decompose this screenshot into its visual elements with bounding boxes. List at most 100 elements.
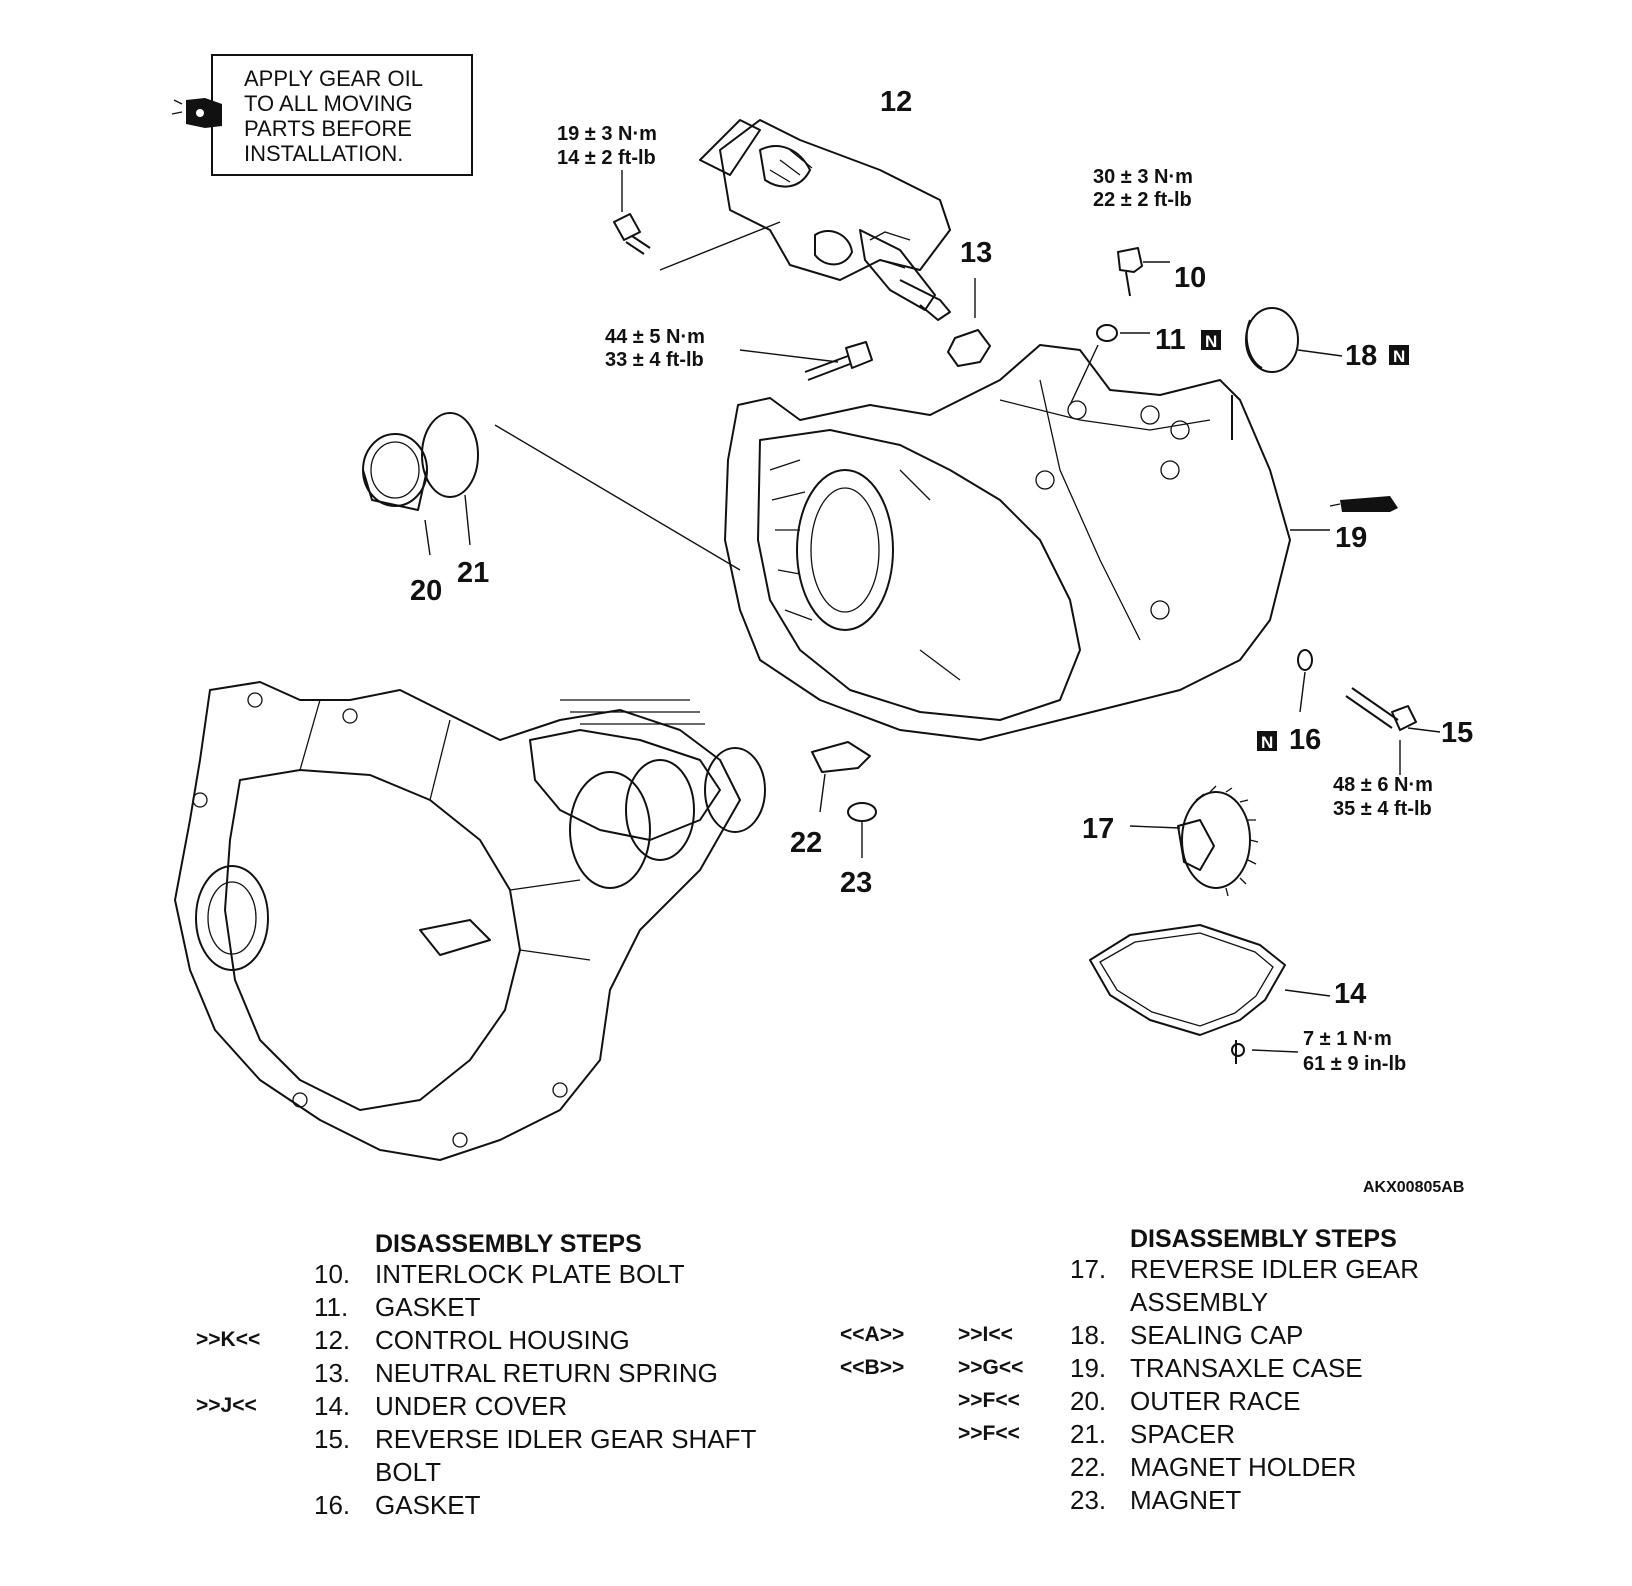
steps-left-title: DISASSEMBLY STEPS [375, 1230, 642, 1258]
step-number: 15. [314, 1424, 351, 1454]
torque-44-ft: 33 ± 4 ft-lb [605, 349, 704, 371]
callout-12: 12 [880, 86, 912, 118]
reverse-idler-shaft-bolt-part [1345, 687, 1441, 775]
step-label: SEALING CAP [1130, 1320, 1304, 1350]
gasket-11-part [1069, 324, 1150, 406]
new-part-badge-16: N [1257, 731, 1277, 752]
step-label: UNDER COVER [375, 1391, 568, 1421]
step-label: GASKET [375, 1490, 481, 1520]
transaxle-assembly-part [174, 681, 766, 1161]
step-number: 22. [1070, 1452, 1107, 1482]
torque-15-nm: 48 ± 6 N·m [1333, 774, 1433, 796]
step-row: >>J<< 14. UNDER COVER [0, 1390, 820, 1422]
step-label: OUTER RACE [1130, 1386, 1301, 1416]
torque-14-nm: 7 ± 1 N·m [1303, 1028, 1392, 1050]
step-number: 10. [314, 1259, 351, 1289]
torque-12-ft: 14 ± 2 ft-lb [557, 147, 656, 169]
note-line-3: PARTS BEFORE [244, 116, 412, 141]
callout-23: 23 [840, 867, 872, 899]
step-number: 14. [314, 1391, 351, 1421]
figure-id: AKX00805AB [1363, 1179, 1464, 1196]
control-housing-bolt [613, 170, 781, 271]
callout-21: 21 [457, 557, 489, 589]
step-label: REVERSE IDLER GEAR [1130, 1254, 1419, 1284]
svg-text:N: N [1261, 733, 1273, 752]
step-number: 18. [1070, 1320, 1107, 1350]
step-row: <<B>> >>G<< 19. TRANSAXLE CASE [820, 1352, 1620, 1384]
step-row: 13. NEUTRAL RETURN SPRING [0, 1357, 820, 1389]
sealant-tube-icon [1329, 496, 1398, 512]
step-number: 11. [314, 1292, 349, 1322]
note-line-1: APPLY GEAR OIL [244, 66, 423, 91]
steps-right-title: DISASSEMBLY STEPS [1130, 1225, 1397, 1253]
torque-44-nm: 44 ± 5 N·m [605, 326, 705, 348]
callout-10: 10 [1174, 262, 1206, 294]
gasket-16-part [1297, 649, 1313, 713]
step-row: 10. INTERLOCK PLATE BOLT [0, 1258, 820, 1290]
torque-10-ft: 22 ± 2 ft-lb [1093, 189, 1192, 211]
step-row: BOLT [0, 1456, 820, 1488]
step-number: 23. [1070, 1485, 1107, 1515]
step-row: <<A>> >>I<< 18. SEALING CAP [820, 1319, 1620, 1351]
step-row: 16. GASKET [0, 1489, 820, 1521]
step-row: 22. MAGNET HOLDER [820, 1451, 1620, 1483]
step-number: 17. [1070, 1254, 1107, 1284]
outer-race-part [362, 433, 431, 556]
magnet-part [847, 802, 877, 858]
step-label: CONTROL HOUSING [375, 1325, 630, 1355]
new-part-badge-18: N [1389, 345, 1409, 366]
new-part-badge-11: N [1201, 330, 1221, 351]
under-cover-part [1089, 924, 1331, 1036]
magnet-holder-part [811, 741, 871, 813]
step-label: TRANSAXLE CASE [1130, 1353, 1363, 1383]
callout-16: 16 [1289, 724, 1321, 756]
step-label: GASKET [375, 1292, 481, 1322]
svg-text:N: N [1393, 347, 1405, 366]
callout-11: 11 [1155, 324, 1186, 356]
step-number: 16. [314, 1490, 351, 1520]
step-mark-1: <<B>> [840, 1356, 905, 1379]
step-label: NEUTRAL RETURN SPRING [375, 1358, 718, 1388]
torque-14-in: 61 ± 9 in-lb [1303, 1053, 1406, 1075]
step-number: 20. [1070, 1386, 1107, 1416]
torque-12-nm: 19 ± 3 N·m [557, 123, 657, 145]
step-row: 17. REVERSE IDLER GEAR [820, 1253, 1620, 1285]
step-mark: >>J<< [196, 1394, 257, 1417]
control-housing-part [699, 119, 951, 321]
step-mark-2: >>G<< [958, 1356, 1024, 1379]
callout-19: 19 [1335, 522, 1367, 554]
step-label: SPACER [1130, 1419, 1235, 1449]
step-label: REVERSE IDLER GEAR SHAFT [375, 1424, 757, 1454]
step-mark: >>K<< [196, 1328, 261, 1351]
callout-15: 15 [1441, 717, 1473, 749]
case-bolt-44 [739, 341, 873, 381]
torque-15-ft: 35 ± 4 ft-lb [1333, 798, 1432, 820]
step-number: 21. [1070, 1419, 1107, 1449]
step-label: MAGNET [1130, 1485, 1242, 1515]
step-row: 11. GASKET [0, 1291, 820, 1323]
exploded-view-diagram: APPLY GEAR OIL TO ALL MOVING PARTS BEFOR… [171, 54, 1473, 1196]
step-mark-1: <<A>> [840, 1323, 905, 1346]
step-number: 19. [1070, 1353, 1107, 1383]
step-row: 15. REVERSE IDLER GEAR SHAFT [0, 1423, 820, 1455]
neutral-return-spring-part [947, 278, 991, 367]
step-mark-2: >>F<< [958, 1422, 1020, 1445]
step-number: 12. [314, 1325, 351, 1355]
interlock-plate-bolt-part [1117, 247, 1170, 297]
step-label: INTERLOCK PLATE BOLT [375, 1259, 685, 1289]
note-line-4: INSTALLATION. [244, 141, 403, 166]
step-mark-2: >>I<< [958, 1323, 1013, 1346]
gear-oil-note: APPLY GEAR OIL TO ALL MOVING PARTS BEFOR… [171, 54, 473, 176]
step-row: ASSEMBLY [820, 1286, 1620, 1318]
reverse-idler-gear-part [1129, 785, 1259, 897]
callout-13: 13 [960, 237, 992, 269]
step-row: 23. MAGNET [820, 1484, 1620, 1516]
under-cover-bolt [1231, 1040, 1299, 1064]
callout-20: 20 [410, 575, 442, 607]
callout-22: 22 [790, 827, 822, 859]
step-row: >>K<< 12. CONTROL HOUSING [0, 1324, 820, 1356]
spacer-part [421, 412, 479, 546]
step-label: BOLT [375, 1457, 441, 1487]
step-label: MAGNET HOLDER [1130, 1452, 1357, 1482]
torque-10-nm: 30 ± 3 N·m [1093, 166, 1193, 188]
